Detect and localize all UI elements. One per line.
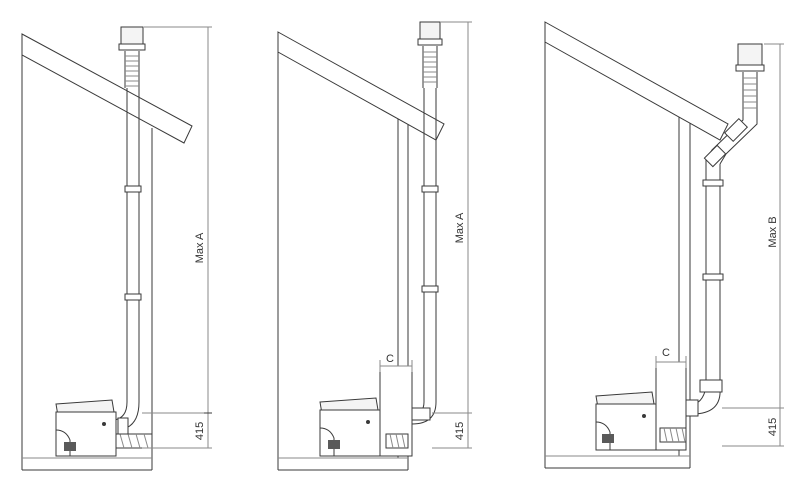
vent-pipe xyxy=(681,112,758,417)
dimension-label-base: 415 xyxy=(767,418,779,436)
dimension-label-base: 415 xyxy=(454,422,466,440)
composting-toilet xyxy=(319,365,413,457)
panel-2: Max A C 415 xyxy=(277,21,472,471)
dimension-label-base: 415 xyxy=(194,422,206,440)
dimension-lines xyxy=(142,26,212,449)
roof-slab xyxy=(277,31,445,141)
dimension-label-clearance: C xyxy=(386,353,394,365)
dimension-label-height: Max A xyxy=(454,212,466,243)
composting-toilet xyxy=(55,399,153,457)
composting-toilet xyxy=(595,361,687,451)
roof-slab xyxy=(21,33,193,144)
roof-slab xyxy=(544,21,729,141)
dimension-lines xyxy=(655,43,784,447)
vent-pipe xyxy=(407,88,439,425)
panel-1: Max A 415 xyxy=(21,26,212,471)
vent-pipe xyxy=(113,88,142,431)
dimension-lines xyxy=(379,21,472,449)
vent-cap xyxy=(417,21,443,88)
vent-cap xyxy=(735,43,765,112)
panel-3: Max B C 415 xyxy=(544,21,784,469)
vent-cap xyxy=(118,26,146,88)
dimension-label-height: Max A xyxy=(194,232,206,263)
dimension-label-height: Max B xyxy=(767,216,779,247)
dimension-label-clearance: C xyxy=(662,347,670,359)
wall-frame xyxy=(21,36,153,471)
